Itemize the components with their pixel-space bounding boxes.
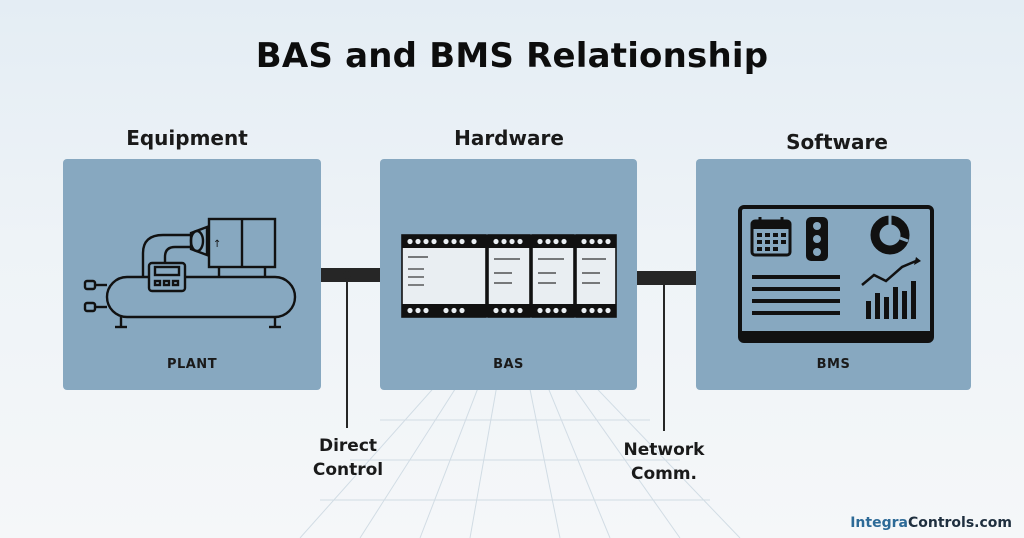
connector-bar-plant-bas: [320, 268, 382, 282]
heading-hardware: Hardware: [454, 126, 564, 150]
chiller-plant-icon: ↑: [83, 217, 297, 329]
heading-software: Software: [786, 130, 888, 154]
dashboard-monitor-icon: [738, 205, 934, 343]
bar-trend-icon: [861, 257, 921, 319]
callout-network-line1: Network: [623, 440, 705, 460]
plant-box: ↑ PLANT: [63, 159, 321, 390]
brand-part-2: Controls.com: [907, 515, 1012, 531]
bas-label: BAS: [493, 357, 524, 372]
callout-network-comm: Network Comm.: [614, 438, 714, 486]
donut-chart-icon: [870, 215, 910, 255]
text-lines-icon: [752, 275, 840, 315]
brand-footer: IntegraControls.com: [850, 515, 1012, 531]
svg-text:↑: ↑: [213, 239, 221, 250]
plant-label: PLANT: [166, 357, 218, 372]
callout-direct-control: Direct Control: [298, 434, 398, 482]
bas-box: BAS: [380, 159, 637, 390]
controller-modules-icon: [401, 234, 617, 318]
connector-dot-network: [660, 274, 668, 282]
brand-part-1: Integra: [850, 515, 908, 531]
callout-direct-line2: Control: [312, 460, 384, 480]
bms-label: BMS: [816, 357, 851, 372]
bms-box: BMS: [696, 159, 971, 390]
callout-line-network: [663, 281, 665, 431]
connector-dot-direct: [343, 271, 351, 279]
traffic-light-icon: [806, 217, 828, 261]
page-title: BAS and BMS Relationship: [255, 36, 769, 76]
callout-network-line2: Comm.: [630, 464, 698, 484]
calendar-icon: [750, 217, 792, 257]
callout-line-direct: [346, 278, 348, 428]
heading-equipment: Equipment: [126, 126, 248, 150]
callout-direct-line1: Direct: [318, 436, 378, 456]
